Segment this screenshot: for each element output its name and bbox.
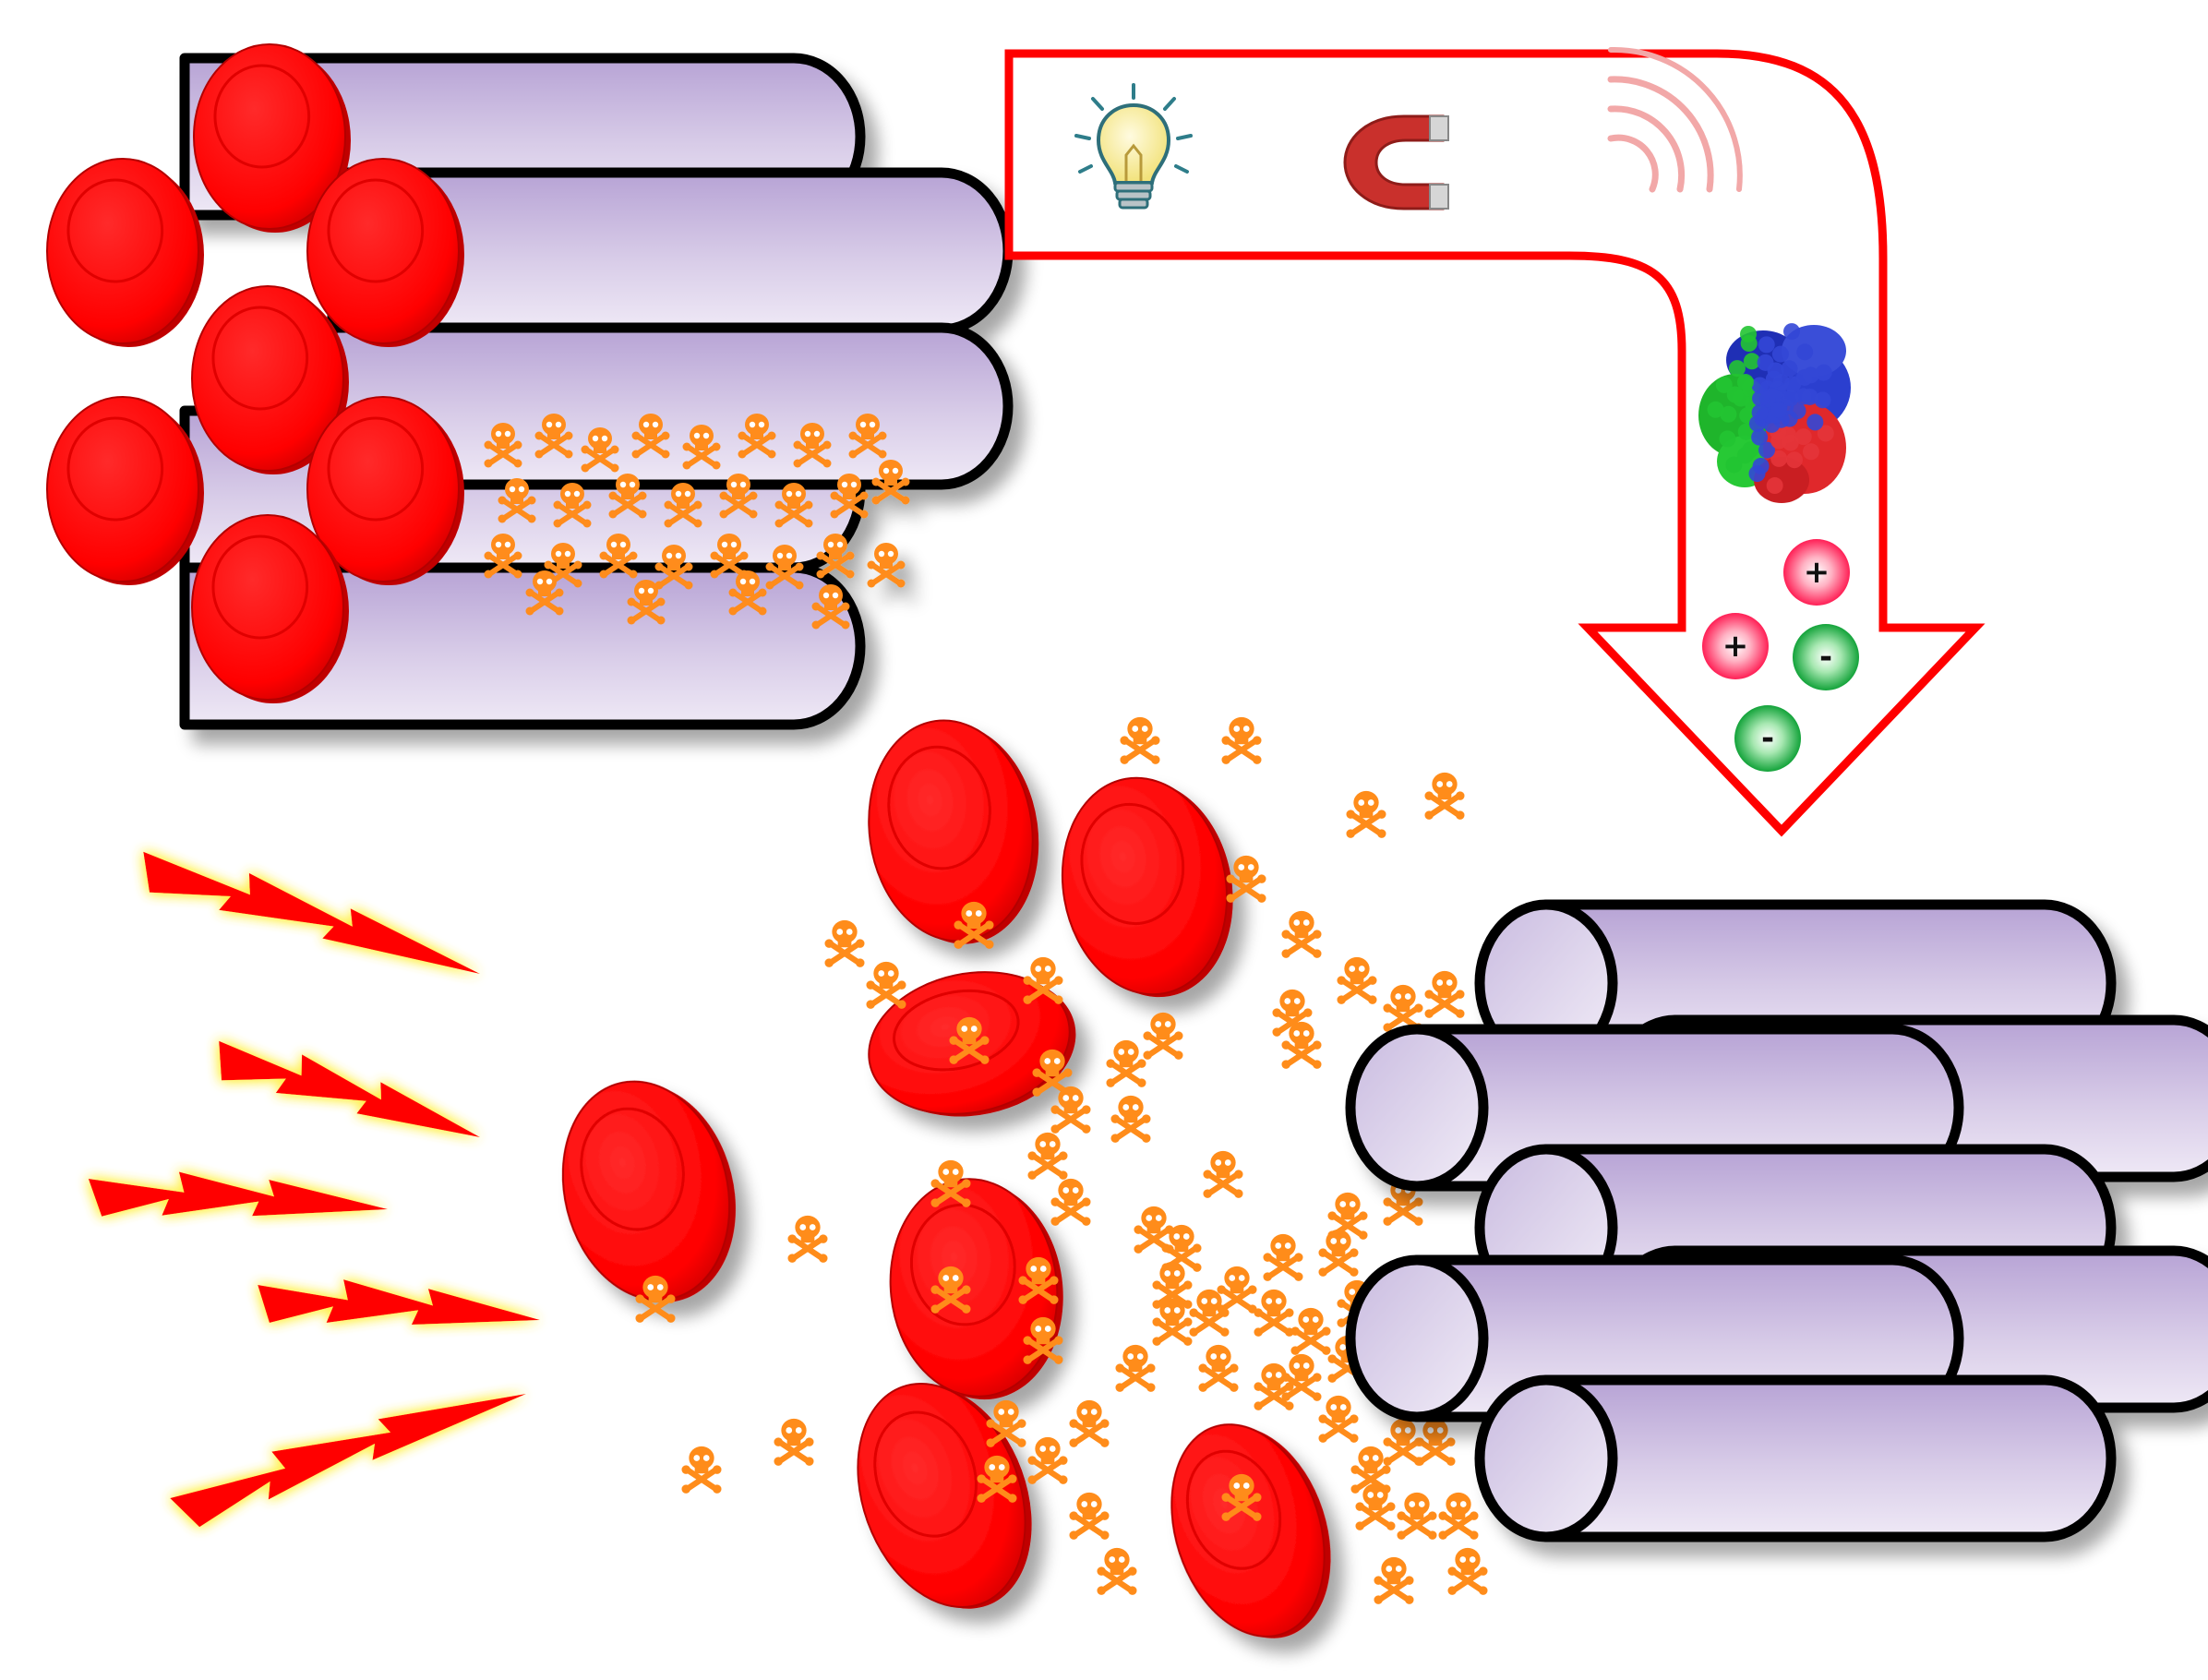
lightning-bolt-group [88, 851, 540, 1528]
magnet-icon [1343, 114, 1449, 210]
light-bulb-icon [1074, 83, 1193, 210]
red-cap [306, 396, 464, 585]
negative-ion-icon: - [1734, 705, 1801, 772]
skull-molecule-icon [1415, 1419, 1455, 1466]
released-red-cap [889, 1178, 1063, 1400]
skull-molecule-icon [1027, 1437, 1067, 1484]
positive-ion-icon: + [1702, 613, 1769, 679]
released-cap-group [561, 719, 1331, 1638]
nanotube-body [1541, 1374, 2117, 1542]
skull-molecule-icon [1050, 1086, 1090, 1134]
red-cap-cluster [46, 43, 464, 703]
skull-molecule-icon [1143, 1013, 1182, 1060]
released-red-cap [857, 1382, 1032, 1609]
skull-molecule-icon [1346, 791, 1386, 838]
skull-molecule-icon [824, 920, 864, 967]
skull-molecule-icon [1281, 1354, 1321, 1401]
skull-molecule-icon [866, 962, 906, 1009]
skull-molecule-icon [1254, 1363, 1293, 1410]
uncapped-tube-bundle [1345, 899, 2208, 1542]
released-red-cap [868, 719, 1039, 944]
skull-molecule-icon [1397, 1493, 1436, 1540]
red-cap [46, 158, 204, 347]
red-cap [306, 158, 464, 347]
skull-molecule-icon [1337, 957, 1376, 1004]
positive-ion-icon: + [1783, 539, 1850, 606]
red-cap [191, 514, 349, 703]
skull-molecule-icon [1318, 1230, 1358, 1277]
skull-molecule-icon [1106, 1040, 1146, 1087]
skull-molecule-icon [1254, 1290, 1293, 1337]
skull-molecule-icon [1189, 1290, 1229, 1337]
skull-molecule-icon [1198, 1345, 1238, 1392]
skull-molecule-icon [1318, 1396, 1358, 1443]
lightning-bolt-icon [258, 1279, 540, 1325]
skull-molecule-icon [1069, 1493, 1109, 1540]
skull-molecule-icon [787, 1216, 827, 1263]
skull-molecule-icon [1110, 1096, 1150, 1143]
ion-charge-sign: + [1804, 554, 1830, 591]
skull-molecule-icon [1438, 1493, 1478, 1540]
open-tube-end [1474, 1374, 1618, 1542]
skull-molecule-icon [1069, 1400, 1109, 1447]
skull-molecule-icon [1203, 1151, 1242, 1198]
released-red-cap [1061, 776, 1233, 998]
skull-molecule-icon [1115, 1345, 1155, 1392]
skull-molecule-icon [1027, 1133, 1067, 1180]
ion-charge-sign: + [1722, 628, 1749, 665]
skull-molecule-icon [1263, 1234, 1302, 1281]
skull-molecule-icon [1050, 1179, 1090, 1226]
red-cap [191, 285, 349, 474]
released-cargo-group [635, 717, 1487, 1604]
skull-molecule-icon [1424, 773, 1464, 820]
skull-molecule-icon [1221, 717, 1261, 764]
skull-molecule-icon [1447, 1548, 1487, 1595]
lightning-bolt-icon [170, 1394, 526, 1528]
protein-icon [1698, 323, 1851, 503]
lightning-bolt-icon [88, 1171, 389, 1217]
skull-molecule-icon [1281, 911, 1321, 958]
lightning-bolt-icon [219, 1040, 480, 1137]
skull-molecule-icon [1374, 1557, 1413, 1604]
open-tube-end [1345, 1254, 1489, 1422]
negative-ion-icon: - [1793, 624, 1859, 690]
skull-molecule-icon [1217, 1266, 1256, 1314]
skull-molecule-icon [1424, 971, 1464, 1018]
skull-molecule-icon [774, 1419, 813, 1466]
ion-group: + + - - [1702, 539, 1859, 772]
skull-molecule-icon [681, 1446, 721, 1494]
red-cap [46, 396, 204, 585]
skull-molecule-icon [1097, 1548, 1136, 1595]
ion-charge-sign: - [1761, 720, 1774, 757]
skull-molecule-icon [1120, 717, 1159, 764]
open-tube-end [1345, 1024, 1489, 1192]
sound-wave-icon [1607, 46, 1743, 193]
ion-charge-sign: - [1819, 639, 1832, 676]
red-cap [193, 43, 351, 233]
skull-molecule-icon [868, 543, 906, 588]
skull-molecule-icon [1290, 1308, 1330, 1355]
skull-molecule-icon [1226, 856, 1266, 903]
released-red-cap [561, 1080, 736, 1302]
lightning-bolt-icon [143, 851, 481, 974]
released-red-cap [1170, 1423, 1331, 1638]
